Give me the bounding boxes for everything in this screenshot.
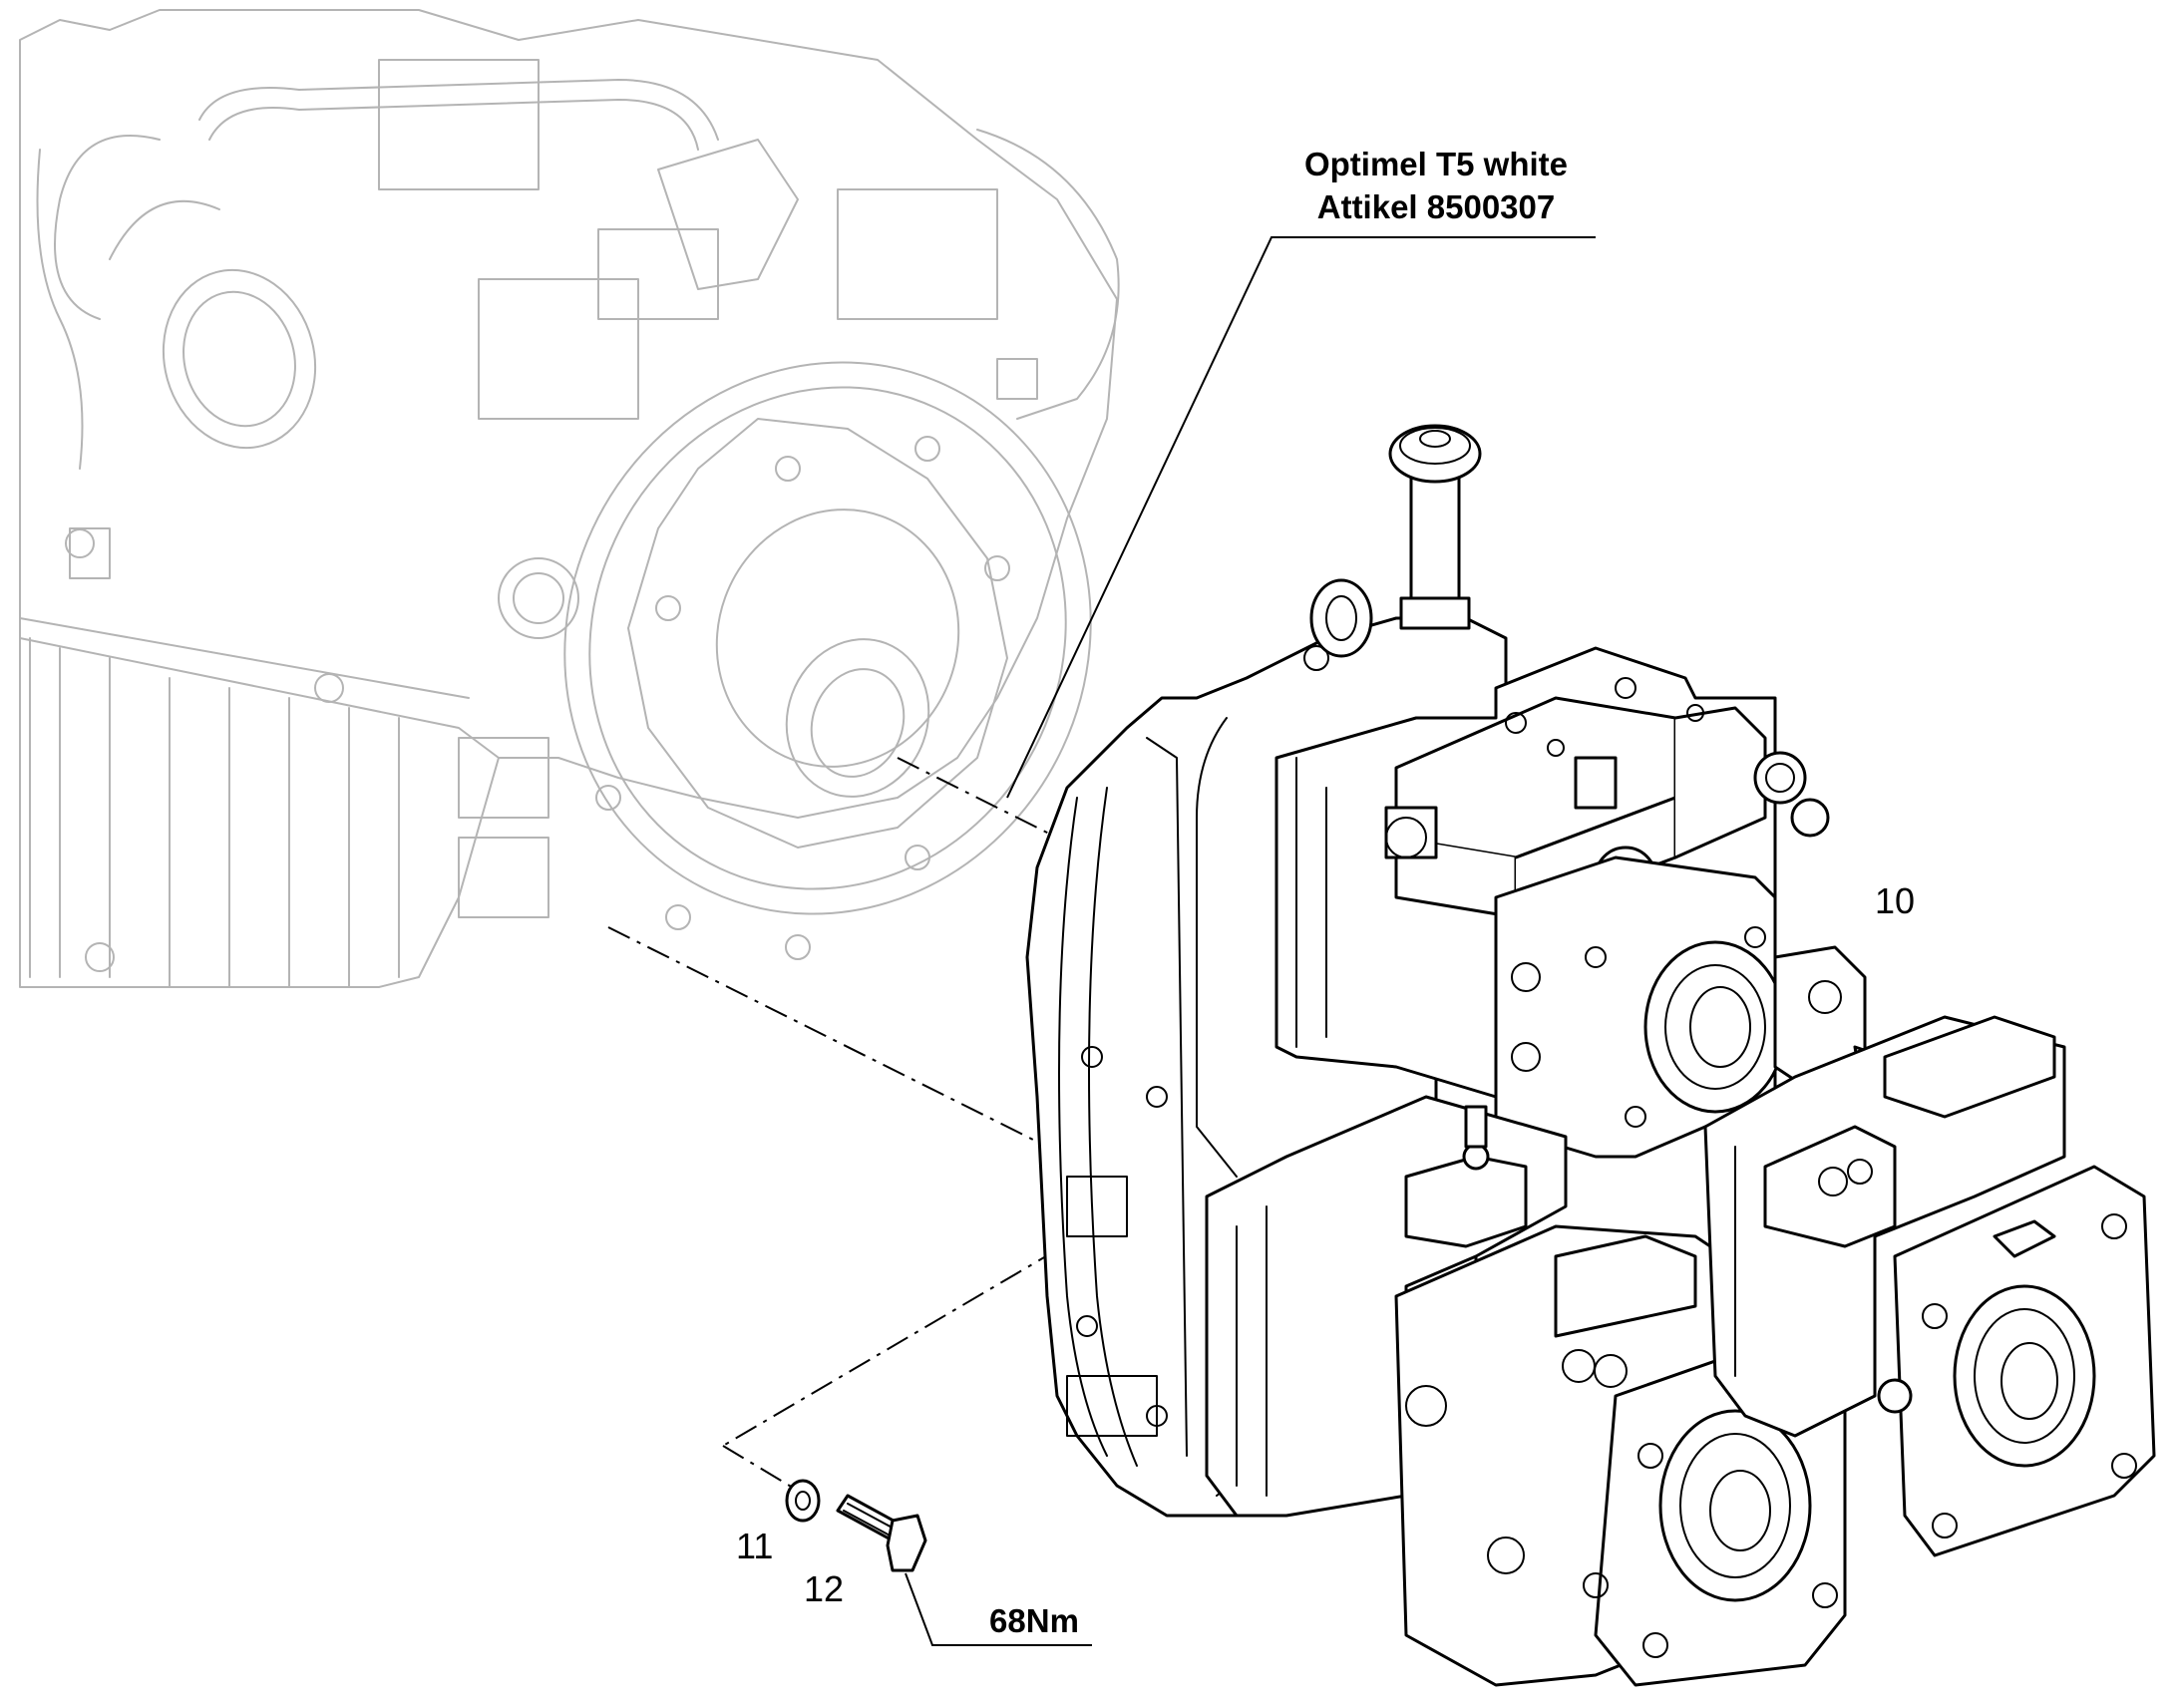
bolt-part [836, 1494, 927, 1572]
engine-assembly [19, 9, 1120, 988]
callout-12: 12 [804, 1568, 844, 1609]
leader-lines [905, 236, 1596, 1646]
hydraulic-pump-assembly [1025, 424, 2156, 1687]
alignment-lines [607, 757, 1098, 1492]
lubricant-note-line2: Attikel 8500307 [1317, 188, 1556, 225]
callout-10: 10 [1875, 880, 1915, 921]
lubricant-note-line1: Optimel T5 white [1304, 146, 1568, 182]
torque-label: 68Nm [989, 1602, 1079, 1639]
callout-11: 11 [736, 1526, 773, 1566]
washer-part [785, 1479, 821, 1523]
